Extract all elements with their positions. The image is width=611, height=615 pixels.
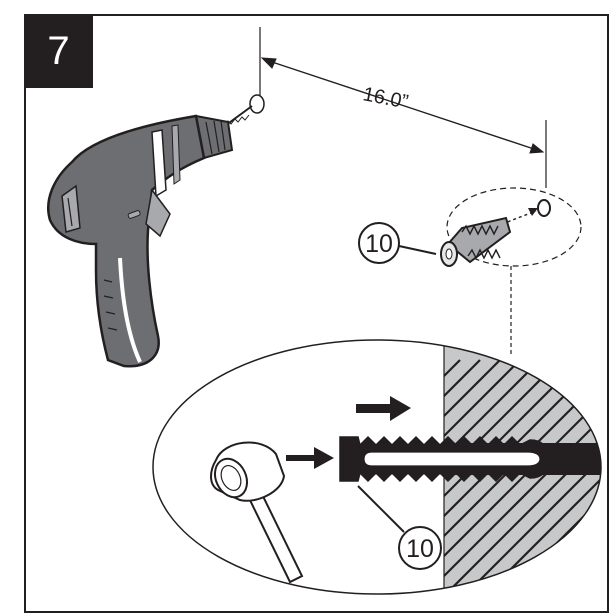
drilled-hole-left bbox=[249, 94, 265, 114]
arrowhead-right-icon bbox=[529, 143, 545, 154]
mallet-icon bbox=[210, 441, 304, 584]
tap-arrow-icon bbox=[286, 447, 334, 469]
svg-text:10: 10 bbox=[365, 230, 393, 258]
wall-anchor-icon bbox=[440, 216, 512, 267]
insert-arrowhead-icon bbox=[528, 208, 538, 216]
step-number-badge: 7 bbox=[24, 14, 93, 88]
dimension-label: 16.0” bbox=[361, 83, 410, 113]
svg-text:10: 10 bbox=[406, 535, 434, 563]
step-frame bbox=[24, 14, 609, 613]
drilled-hole-right bbox=[537, 199, 551, 217]
part-callout-detail: 10 bbox=[357, 485, 442, 570]
arrowhead-left-icon bbox=[260, 57, 277, 69]
detail-highlight-circle bbox=[446, 187, 582, 267]
wall-anchor-section-icon bbox=[339, 435, 549, 483]
dimension-line: 16.0” bbox=[259, 27, 547, 188]
dimension-arrow-line bbox=[265, 59, 541, 152]
drill-icon bbox=[47, 105, 253, 368]
part-callout-top: 10 bbox=[358, 222, 437, 264]
direction-arrow-icon bbox=[356, 396, 411, 421]
